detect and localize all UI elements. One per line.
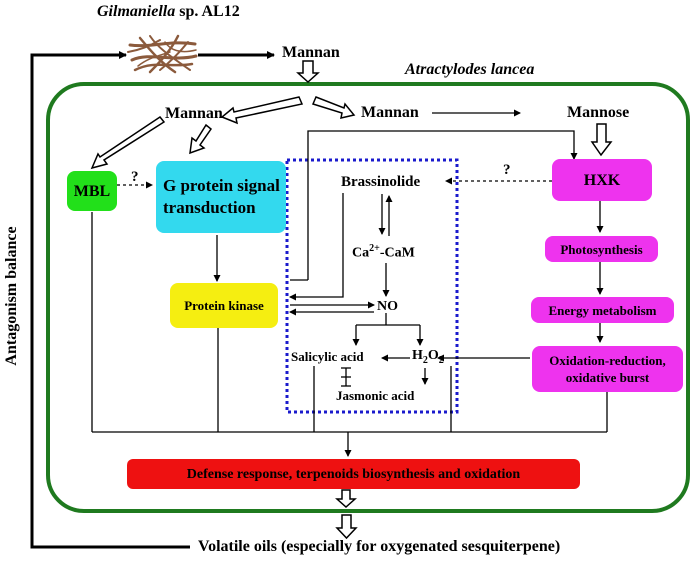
hollow-arrow-mannan-down [296,60,320,84]
energy-metabolism-node: Energy metabolism [531,297,674,323]
photosynthesis-label: Photosynthesis [560,241,643,257]
ca-superscript: 2+ [369,243,380,254]
oxidation-label-line2: oxidative burst [565,370,650,385]
host-plant-label: Atractylodes lancea [405,61,535,78]
hollow-arrow-to-mbl [90,115,166,170]
signal-network-box [285,158,459,414]
mannan-mid-label: Mannan [361,104,419,121]
mannose-label: Mannose [567,104,630,121]
hxk-label: HXK [583,171,621,189]
oxidation-label-line1: Oxidation-reduction, [549,353,666,368]
mbl-node: MBL [67,171,117,211]
salicylic-acid-label: Salicylic acid [291,349,364,364]
brassinolide-label: Brassinolide [341,174,421,190]
unknown-link-hxk-brassinolide: ? [503,162,511,178]
h2o2-o: O [427,348,439,363]
hollow-arrow-defense-down [335,489,357,509]
oxidation-node: Oxidation-reduction, oxidative burst [532,346,683,392]
hollow-arrow-to-hxk [590,123,613,157]
ca-suffix: -CaM [379,245,415,261]
ca-prefix: Ca [352,245,370,261]
mannan-left-label: Mannan [165,105,223,122]
defense-response-node: Defense response, terpenoids biosynthesi… [127,459,580,489]
antagonism-balance-label: Antagonism balance [3,226,20,366]
g-protein-node: G protein signal transduction [156,161,286,233]
host-plant-frame [46,82,690,513]
energy-metabolism-label: Energy metabolism [548,302,657,318]
g-protein-label-line2: transduction [163,198,256,217]
antagonism-loop [30,51,190,549]
unknown-link-mbl-gprotein: ? [131,169,139,185]
hxk-node: HXK [552,159,652,201]
h2o2-h: H [412,348,423,363]
volatile-oils-label: Volatile oils (especially for oxygenated… [198,538,561,555]
hollow-arrow-to-mannan-mid [311,96,356,119]
hollow-arrow-to-mannan-left [220,96,304,125]
organism-label: Gilmaniella sp. AL12 [97,3,240,21]
photosynthesis-node: Photosynthesis [545,236,658,262]
h2o2-sub1: 2 [422,354,428,366]
mbl-label: MBL [73,182,111,200]
protein-kinase-label: Protein kinase [184,298,264,313]
jasmonic-acid-label: Jasmonic acid [336,388,415,403]
fungus-hyphae-image [127,34,198,74]
h2o2-label: H2O2 [412,348,444,366]
hollow-arrow-to-volatile [335,514,358,540]
hollow-arrow-to-gprotein [189,123,213,155]
no-label: NO [377,299,398,314]
protein-kinase-node: Protein kinase [170,283,278,328]
defense-response-label: Defense response, terpenoids biosynthesi… [186,466,521,482]
h2o2-sub2: 2 [438,354,444,366]
organism-genus: Gilmaniella [97,3,176,20]
mannan-top-label: Mannan [282,44,340,61]
organism-strain: sp. AL12 [175,3,240,20]
ca-cam-label: Ca2+-CaM [352,243,415,262]
g-protein-label-line1: G protein signal [163,176,280,195]
